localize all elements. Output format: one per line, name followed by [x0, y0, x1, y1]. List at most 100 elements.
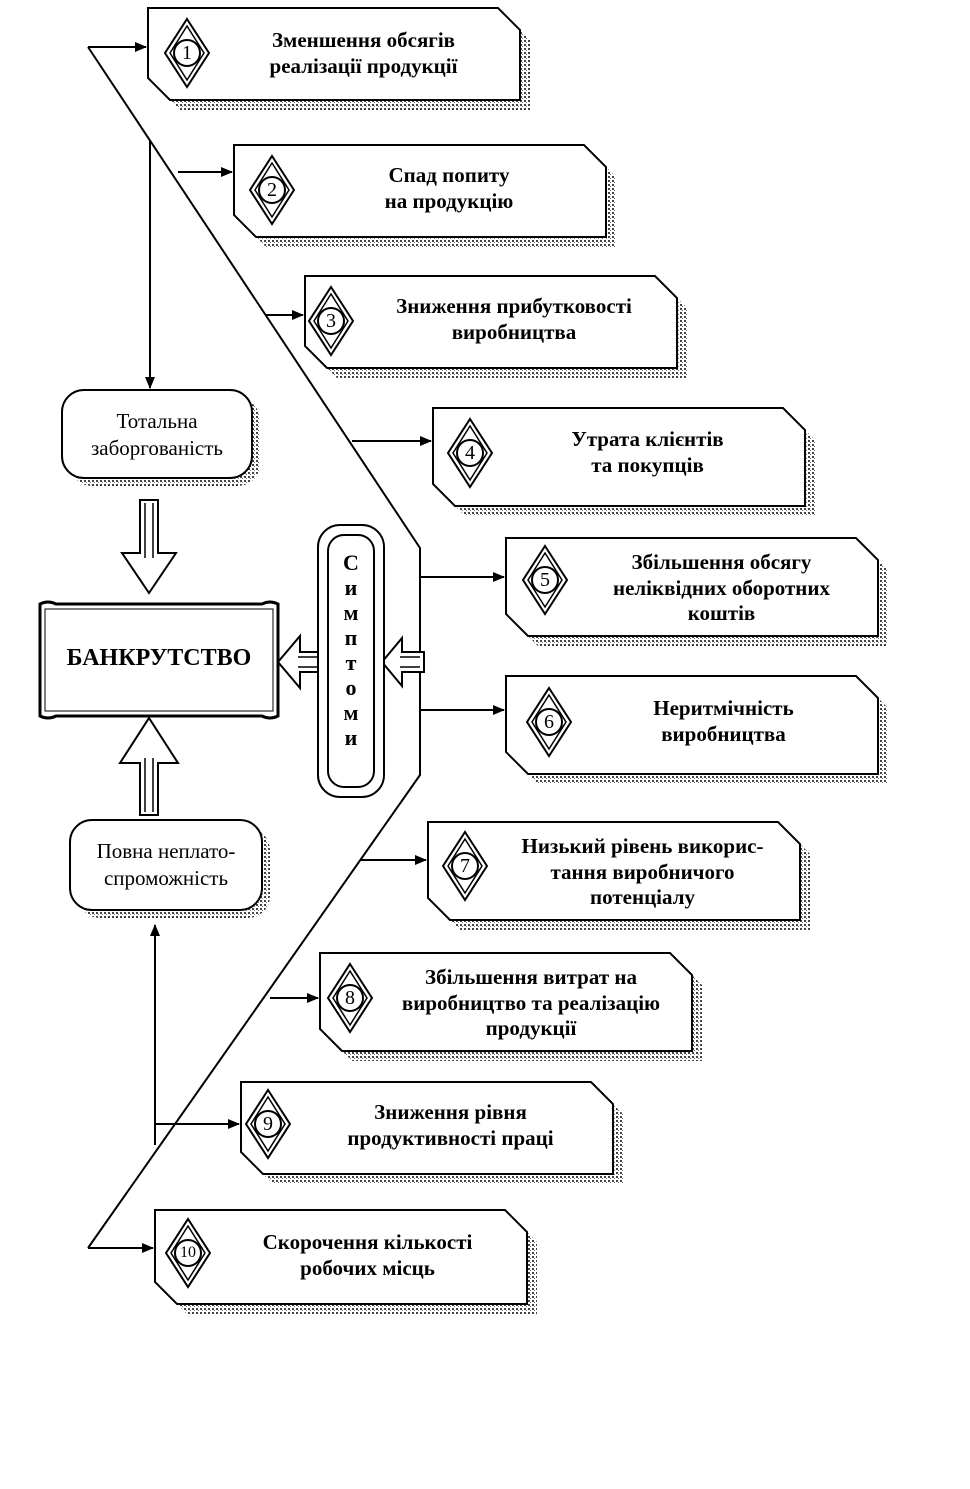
- symptom-box-1: [147, 7, 530, 110]
- symptom-number: 7: [460, 855, 470, 877]
- symptom-label: Низький рівень викорис-тання виробничого…: [491, 834, 794, 911]
- symptoms-capsule: [317, 524, 385, 798]
- number-circle: [254, 1110, 282, 1138]
- total-debt-line-2: заборгованість: [91, 435, 223, 460]
- symptom-box-4: [432, 407, 815, 516]
- number-diamond-inner: [250, 1095, 286, 1153]
- symptom-box-body: [233, 144, 607, 238]
- bankruptcy-box: [38, 600, 280, 720]
- insolvency-node: [69, 819, 270, 918]
- symptom-label-line: реалізації продукції: [269, 53, 458, 78]
- insolvency-line-1: Повна неплато-: [96, 839, 236, 863]
- symptom-label-line: Утрата клієнтів: [571, 427, 724, 451]
- number-circle: [317, 307, 345, 335]
- hollow-arrow-up: [118, 716, 180, 816]
- symptom-label-line: Спад попиту: [388, 163, 510, 187]
- number-diamond-inner: [170, 1224, 206, 1282]
- hollow-arrow-left-inner: [276, 633, 323, 691]
- number-diamond-inner: [527, 551, 563, 609]
- symptoms-letter: С: [343, 550, 359, 575]
- symptom-label-line: продукції: [485, 1016, 577, 1041]
- symptom-label-line: Неритмічність: [653, 696, 794, 720]
- symptoms-letter: и: [344, 725, 358, 750]
- symptom-label-line: виробництва: [661, 721, 786, 746]
- symptom-box-body: [505, 537, 879, 637]
- center-title: БАНКРУТСТВО: [66, 645, 252, 671]
- symptom-number: 9: [263, 1113, 273, 1135]
- symptom-box-5: [505, 537, 888, 646]
- number-diamond-inner: [169, 24, 205, 82]
- number-circle: [258, 176, 286, 204]
- symptom-box-body: [147, 7, 521, 101]
- symptom-label-line: робочих місць: [300, 1255, 435, 1280]
- symptom-box-7: [427, 821, 810, 930]
- symptoms-letter: о: [345, 675, 357, 700]
- symptom-box-body: [319, 952, 693, 1052]
- number-diamond-inner: [254, 161, 290, 219]
- symptom-label-line: неліквідних оборотних: [612, 575, 831, 600]
- symptom-label-line: Зниження прибутковості: [396, 294, 632, 318]
- symptom-label-line: Зменшення обсягів: [271, 28, 456, 52]
- symptom-label-line: Збільшення обсягу: [631, 550, 812, 574]
- symptom-label-line: та покупців: [591, 452, 704, 477]
- symptom-number: 5: [540, 569, 550, 591]
- hollow-arrow-left-outer: [380, 635, 425, 689]
- symptom-box-9: [240, 1081, 623, 1184]
- symptom-boxes: [147, 7, 888, 1314]
- symptom-number: 1: [182, 42, 192, 64]
- number-diamond-inner: [332, 969, 368, 1027]
- number-diamond-inner: [452, 424, 488, 482]
- connector-arrows: [88, 42, 505, 1253]
- symptoms-letter: и: [344, 575, 358, 600]
- number-circle: [456, 439, 484, 467]
- symptom-box-10: [154, 1209, 537, 1314]
- symptom-box-2: [233, 144, 616, 247]
- symptom-box-body: [432, 407, 806, 507]
- symptoms-letter: м: [343, 700, 359, 725]
- symptom-box-body: [240, 1081, 614, 1175]
- number-circle: [535, 708, 563, 736]
- symptom-box-3: [304, 275, 687, 378]
- symptom-label-line: тання виробничого: [550, 859, 735, 884]
- symptom-number: 8: [345, 987, 355, 1009]
- symptoms-vertical-label: С и м п т о м и: [331, 550, 371, 750]
- symptom-label-line: Низький рівень викорис-: [521, 834, 764, 858]
- number-diamond-inner: [531, 693, 567, 751]
- side-arrows: [145, 140, 160, 1145]
- symptom-label-line: потенціалу: [590, 885, 695, 910]
- symptom-number: 2: [267, 179, 277, 201]
- number-circle: [531, 566, 559, 594]
- symptom-box-body: [505, 675, 879, 775]
- symptom-number: 3: [326, 310, 336, 332]
- number-circle: [336, 984, 364, 1012]
- symptom-box-8: [319, 952, 702, 1061]
- hollow-arrow-down: [120, 499, 178, 595]
- symptom-label-line: на продукцію: [384, 188, 514, 213]
- symptom-label-line: виробництво та реалізацію: [401, 990, 661, 1015]
- symptom-box-6: [505, 675, 888, 784]
- total-debt-line-1: Тотальна: [116, 409, 198, 433]
- symptom-label-line: Збільшення витрат на: [425, 965, 637, 989]
- symptom-label-line: виробництва: [451, 319, 577, 344]
- number-circle: [451, 852, 479, 880]
- number-diamond-inner: [313, 292, 349, 350]
- symptoms-letter: м: [343, 600, 359, 625]
- total-debt-node: [61, 389, 260, 486]
- insolvency-line-2: спроможність: [103, 865, 229, 890]
- symptom-label-line: продуктивності праці: [347, 1125, 554, 1150]
- total-debt-label: Тотальна заборгованість: [62, 408, 252, 462]
- number-circle: [173, 39, 201, 67]
- symptom-box-body: [154, 1209, 528, 1305]
- symptom-label-line: коштів: [687, 601, 756, 626]
- symptoms-letter: т: [345, 650, 357, 675]
- symptom-label-line: Скорочення кількості: [262, 1230, 473, 1254]
